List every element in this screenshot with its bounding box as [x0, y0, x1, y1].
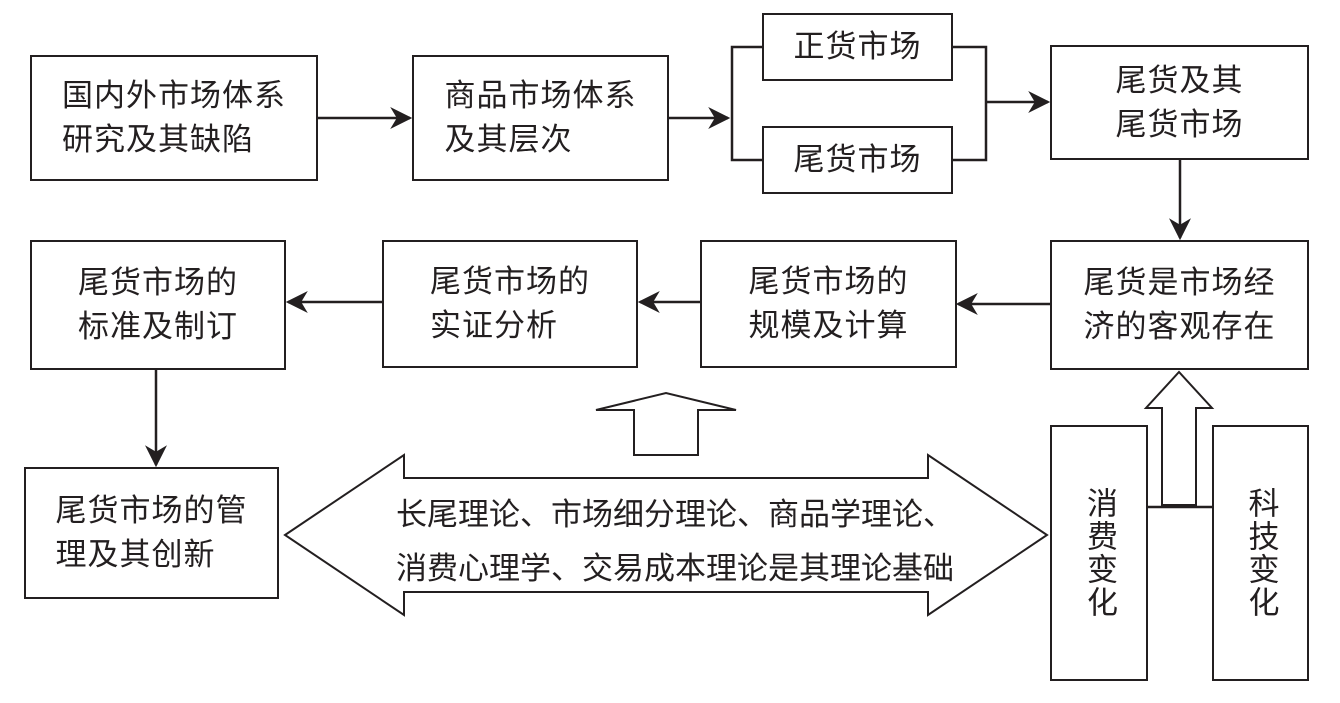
box-genuine-market: 正货市场 [762, 13, 953, 81]
box-empirical-label: 尾货市场的 实证分析 [430, 264, 590, 344]
hollow-up-arrow-theory [595, 391, 737, 456]
box-commodity-system-label: 商品市场体系 及其层次 [444, 78, 637, 158]
box-domestic-research: 国内外市场体系 研究及其缺陷 [30, 55, 318, 181]
box-surplus-market-small: 尾货市场 [762, 126, 953, 194]
box-commodity-system: 商品市场体系 及其层次 [412, 55, 669, 181]
box-surplus-market-small-label: 尾货市场 [793, 142, 922, 178]
box-scale-calc-label: 尾货市场的 规模及计算 [748, 264, 909, 344]
double-arrow-theory [283, 453, 1049, 617]
box-genuine-market-label: 正货市场 [793, 29, 922, 65]
box-scale-calc: 尾货市场的 规模及计算 [700, 240, 957, 368]
hollow-up-arrow-changes [1143, 370, 1215, 506]
bracket-right [953, 45, 988, 162]
box-tech-change: 科技变化 [1212, 425, 1309, 681]
box-consumption-change: 消费变化 [1050, 425, 1148, 681]
box-empirical: 尾货市场的 实证分析 [382, 240, 638, 368]
box-objective-existence: 尾货是市场经 济的客观存在 [1050, 240, 1309, 370]
theory-basis-text: 长尾理论、市场细分理论、商品学理论、 消费心理学、交易成本理论是其理论基础 [396, 497, 954, 587]
box-domestic-research-label: 国内外市场体系 研究及其缺陷 [62, 78, 286, 158]
bracket-left [730, 45, 762, 162]
box-consumption-change-label: 消费变化 [1081, 487, 1117, 619]
box-tech-change-label: 科技变化 [1242, 487, 1279, 619]
box-standard: 尾货市场的 标准及制订 [30, 240, 286, 370]
box-standard-label: 尾货市场的 标准及制订 [78, 265, 238, 345]
box-surplus-and-market: 尾货及其 尾货市场 [1050, 45, 1309, 160]
box-surplus-and-market-label: 尾货及其 尾货市场 [1115, 62, 1244, 143]
box-management: 尾货市场的管 理及其创新 [24, 467, 279, 599]
box-objective-existence-label: 尾货是市场经 济的客观存在 [1083, 265, 1276, 345]
box-management-label: 尾货市场的管 理及其创新 [55, 493, 248, 573]
